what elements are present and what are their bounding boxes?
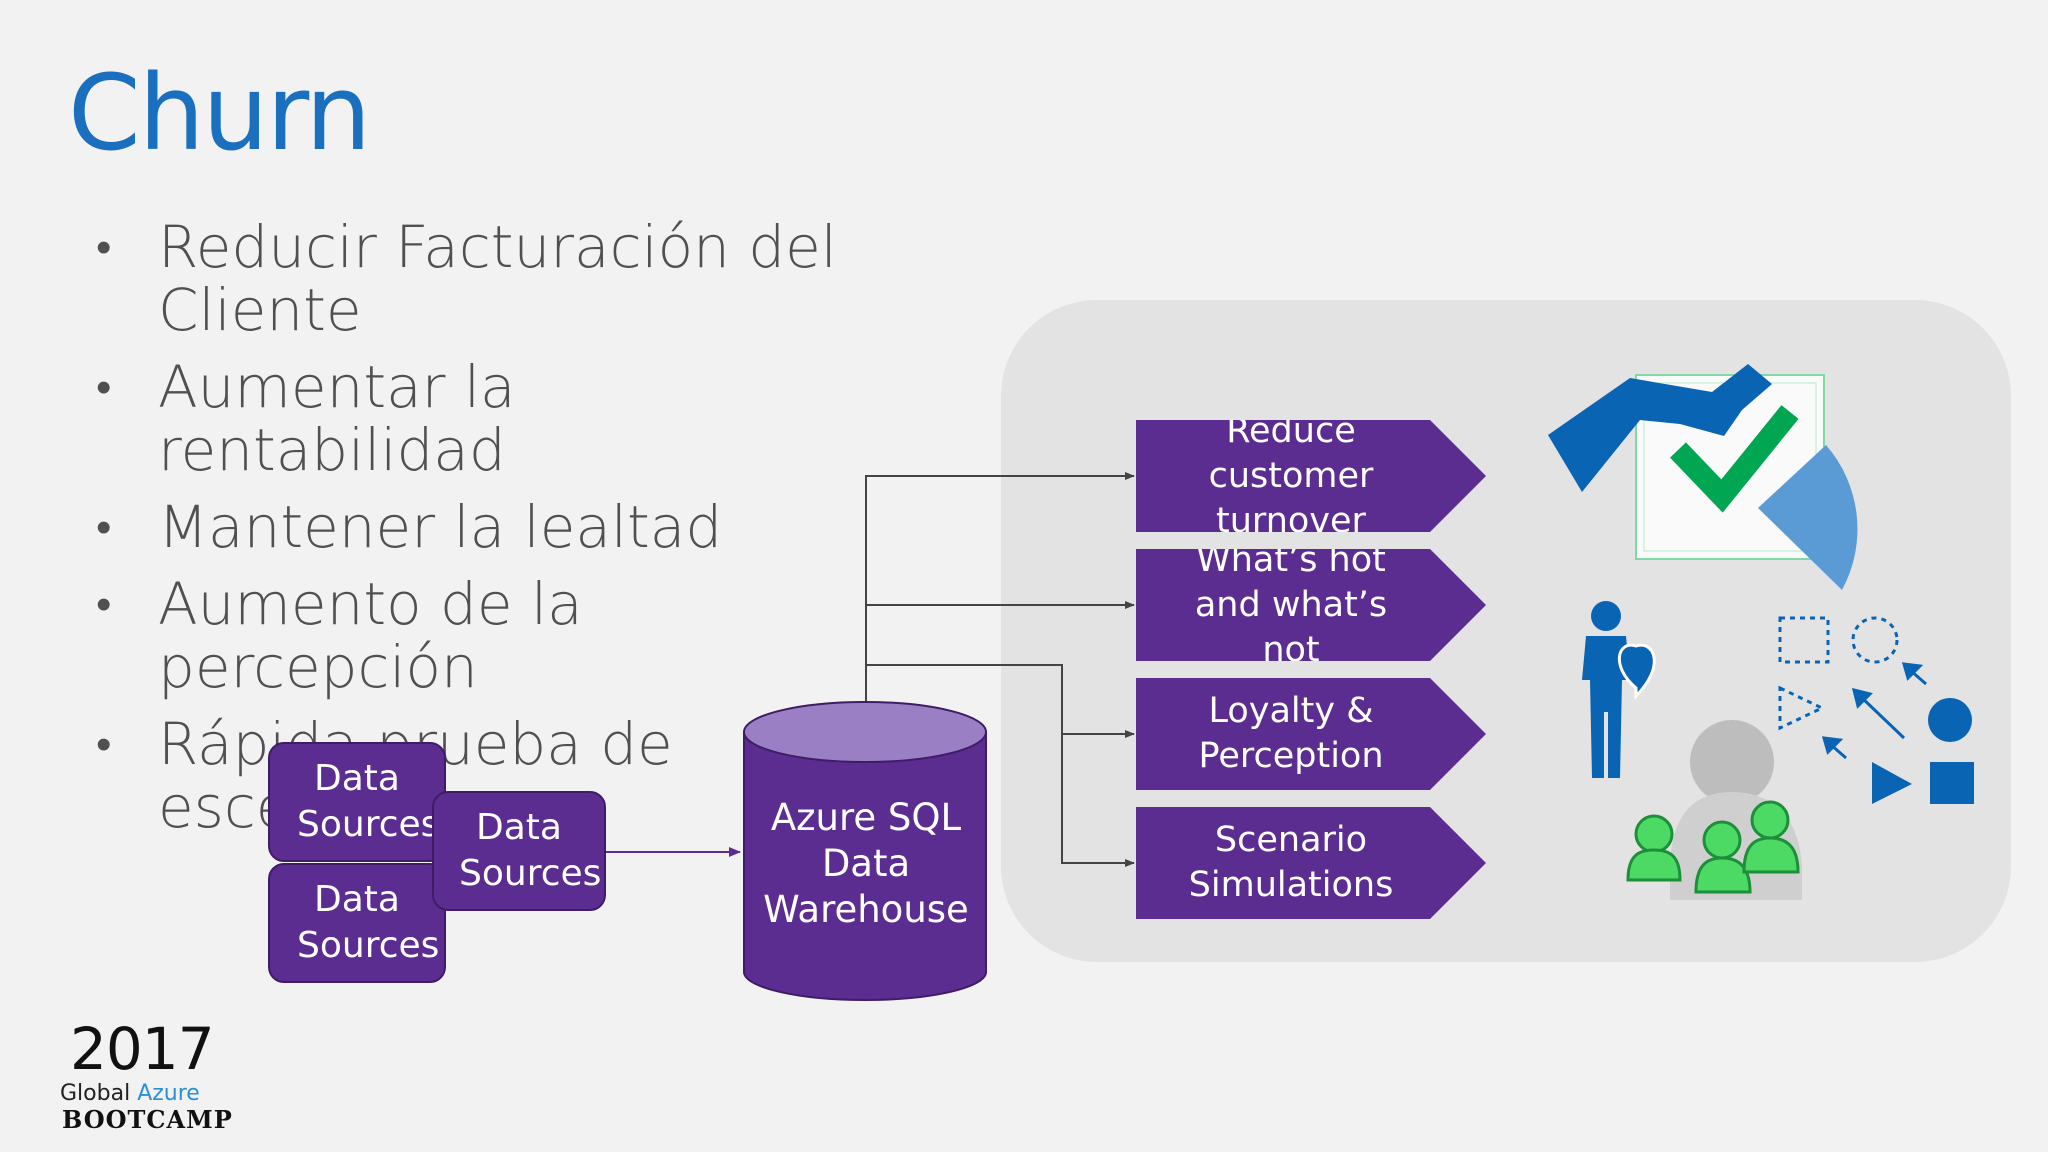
- bullet-item: Mantener la lealtad: [96, 496, 876, 560]
- chart-check-icon: [1548, 364, 1858, 590]
- bullet-item: Aumento de la percepción: [96, 573, 876, 699]
- outcome-scenario: Scenario Simulations: [1136, 807, 1486, 919]
- arrow-to-loyalty: [866, 664, 1135, 738]
- user-group-icon: [1626, 720, 1802, 900]
- shapes-icon: [1778, 616, 1974, 804]
- logo-azure-text: Azure: [137, 1081, 200, 1106]
- bootcamp-logo: 2017 Global Azure BOOTCAMP: [58, 1015, 232, 1134]
- data-source-box: Data Sources: [268, 742, 446, 862]
- outcome-reduce-turnover: Reduce customer turnover: [1136, 420, 1486, 532]
- customer-heart-icon: [1582, 601, 1656, 778]
- bullet-item: Aumentar la rentabilidad: [96, 356, 876, 482]
- outcome-hot-not: What’s hot and what’s not: [1136, 549, 1486, 661]
- logo-year: 2017: [70, 1015, 215, 1083]
- logo-global-text: Global: [60, 1081, 131, 1106]
- outcome-loyalty: Loyalty & Perception: [1136, 678, 1486, 790]
- database-icon: [743, 701, 987, 1001]
- slide-title: Churn: [68, 52, 371, 174]
- data-source-box: Data Sources: [268, 863, 446, 983]
- bullet-item: Reducir Facturación del Cliente: [96, 216, 876, 342]
- arrow-to-reduce-turnover: [865, 472, 1135, 705]
- warehouse-label: Azure SQL Data Warehouse: [763, 796, 969, 931]
- logo-line1: Global Azure: [60, 1081, 200, 1106]
- logo-bootcamp-text: BOOTCAMP: [62, 1105, 233, 1134]
- arrow-to-scenario: [1061, 734, 1135, 867]
- data-source-box: Data Sources: [432, 791, 606, 911]
